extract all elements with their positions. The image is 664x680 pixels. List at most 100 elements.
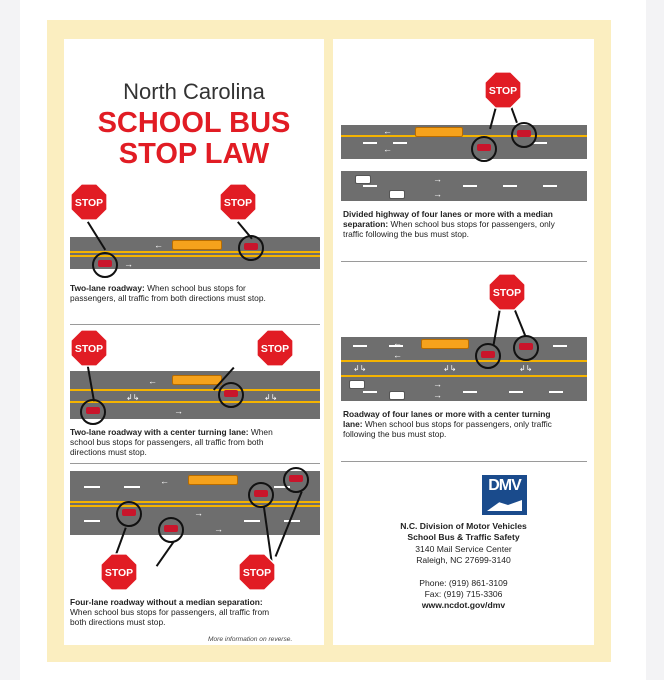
caption-divided-highway: Divided highway of four lanes or more wi… <box>343 209 555 239</box>
direction-arrow: ← <box>393 350 402 360</box>
stop-sign: STOP <box>238 553 276 591</box>
leader-line <box>156 541 175 567</box>
turn-arrow: ↲↳ <box>126 393 140 402</box>
direction-arrow: ← <box>393 338 402 348</box>
center-line <box>341 360 587 362</box>
title-line1: SCHOOL BUS <box>97 107 291 139</box>
svg-text:STOP: STOP <box>489 86 517 97</box>
lane-dash <box>84 520 100 522</box>
caption-four-lane: Four-lane roadway without a median separ… <box>70 597 270 627</box>
stop-circle <box>158 517 184 543</box>
title-state: North Carolina <box>123 79 265 104</box>
school-bus <box>172 240 222 250</box>
street-address: 3140 Mail Service Center <box>415 544 512 554</box>
dmv-logo-text: DMV <box>488 477 522 494</box>
lane-dash <box>363 142 377 144</box>
center-line <box>70 505 320 507</box>
road <box>341 125 587 159</box>
stop-circle <box>471 136 497 162</box>
caption-two-lane: Two-lane roadway: When school bus stops … <box>70 283 266 303</box>
stop-circle <box>248 482 274 508</box>
car <box>389 190 405 199</box>
lane-dash <box>353 345 367 347</box>
brochure-card: North Carolina SCHOOL BUS STOP LAW ← → S… <box>47 20 611 662</box>
lane-dash <box>503 185 517 187</box>
lane-dash <box>244 520 260 522</box>
right-panel: ← ← → → STOP Divided highway of four lan… <box>333 39 594 645</box>
lane-line <box>341 135 587 137</box>
direction-arrow: → <box>433 189 442 199</box>
stop-sign: STOP <box>256 329 294 367</box>
lane-dash <box>533 142 547 144</box>
stop-circle <box>513 335 539 361</box>
turn-arrow: ↲↳ <box>264 393 278 402</box>
center-line <box>70 501 320 503</box>
lane-dash <box>363 391 377 393</box>
center-line <box>70 255 320 257</box>
lane-dash <box>549 391 563 393</box>
svg-text:STOP: STOP <box>493 288 521 299</box>
phone: Phone: (919) 861-3109 <box>419 578 508 588</box>
direction-arrow: → <box>194 508 203 518</box>
city-address: Raleigh, NC 27699-3140 <box>416 555 511 565</box>
direction-arrow: ← <box>160 476 169 486</box>
direction-arrow: → <box>174 406 183 416</box>
stop-circle <box>80 399 106 425</box>
stop-circle <box>511 122 537 148</box>
lane-dash <box>553 345 567 347</box>
lane-dash <box>284 520 300 522</box>
lane-dash <box>543 185 557 187</box>
direction-arrow: ← <box>383 126 392 136</box>
svg-text:STOP: STOP <box>224 198 252 209</box>
stop-circle <box>283 467 309 493</box>
lane-dash <box>389 345 403 347</box>
school-bus <box>415 127 463 137</box>
school-bus <box>172 375 222 385</box>
stop-circle <box>116 501 142 527</box>
leader-line <box>514 309 527 336</box>
fax: Fax: (919) 715-3306 <box>424 589 503 599</box>
document-page: North Carolina SCHOOL BUS STOP LAW ← → S… <box>20 0 646 680</box>
direction-arrow: ← <box>383 144 392 154</box>
svg-text:STOP: STOP <box>75 344 103 355</box>
stop-sign: STOP <box>100 553 138 591</box>
direction-arrow: → <box>214 524 223 534</box>
lane-dash <box>463 185 477 187</box>
direction-arrow: → <box>433 390 442 400</box>
stop-sign: STOP <box>70 329 108 367</box>
car <box>389 391 405 400</box>
stop-sign: STOP <box>488 273 526 311</box>
title-line2: STOP LAW <box>118 138 270 170</box>
org-division: School Bus & Traffic Safety <box>407 532 520 542</box>
school-bus <box>421 339 469 349</box>
lane-dash <box>393 142 407 144</box>
stop-circle <box>475 343 501 369</box>
lane-dash <box>463 391 477 393</box>
lane-dash <box>363 185 377 187</box>
divider <box>70 463 320 464</box>
direction-arrow: → <box>433 379 442 389</box>
stop-circle <box>92 252 118 278</box>
left-panel: North Carolina SCHOOL BUS STOP LAW ← → S… <box>64 39 324 645</box>
lane-dash <box>84 486 100 488</box>
org-name: N.C. Division of Motor Vehicles <box>400 521 527 531</box>
direction-arrow: → <box>124 259 133 269</box>
divider <box>70 324 320 325</box>
center-line <box>70 401 320 403</box>
direction-arrow: → <box>433 174 442 184</box>
caption-two-lane-turning: Two-lane roadway with a center turning l… <box>70 427 273 457</box>
stop-sign: STOP <box>219 183 257 221</box>
website-link[interactable]: www.ncdot.gov/dmv <box>421 600 506 610</box>
direction-arrow: ← <box>154 240 163 250</box>
caption-four-lane-turning: Roadway of four lanes or more with a cen… <box>343 409 552 439</box>
dmv-logo: DMV <box>482 475 527 515</box>
svg-text:STOP: STOP <box>75 198 103 209</box>
direction-arrow: ← <box>148 376 157 386</box>
divider <box>341 261 587 262</box>
center-line <box>70 251 320 253</box>
lane-dash <box>274 486 290 488</box>
stop-circle <box>218 382 244 408</box>
car <box>349 380 365 389</box>
center-line <box>341 375 587 377</box>
turn-arrow: ↲↳ <box>519 364 533 373</box>
